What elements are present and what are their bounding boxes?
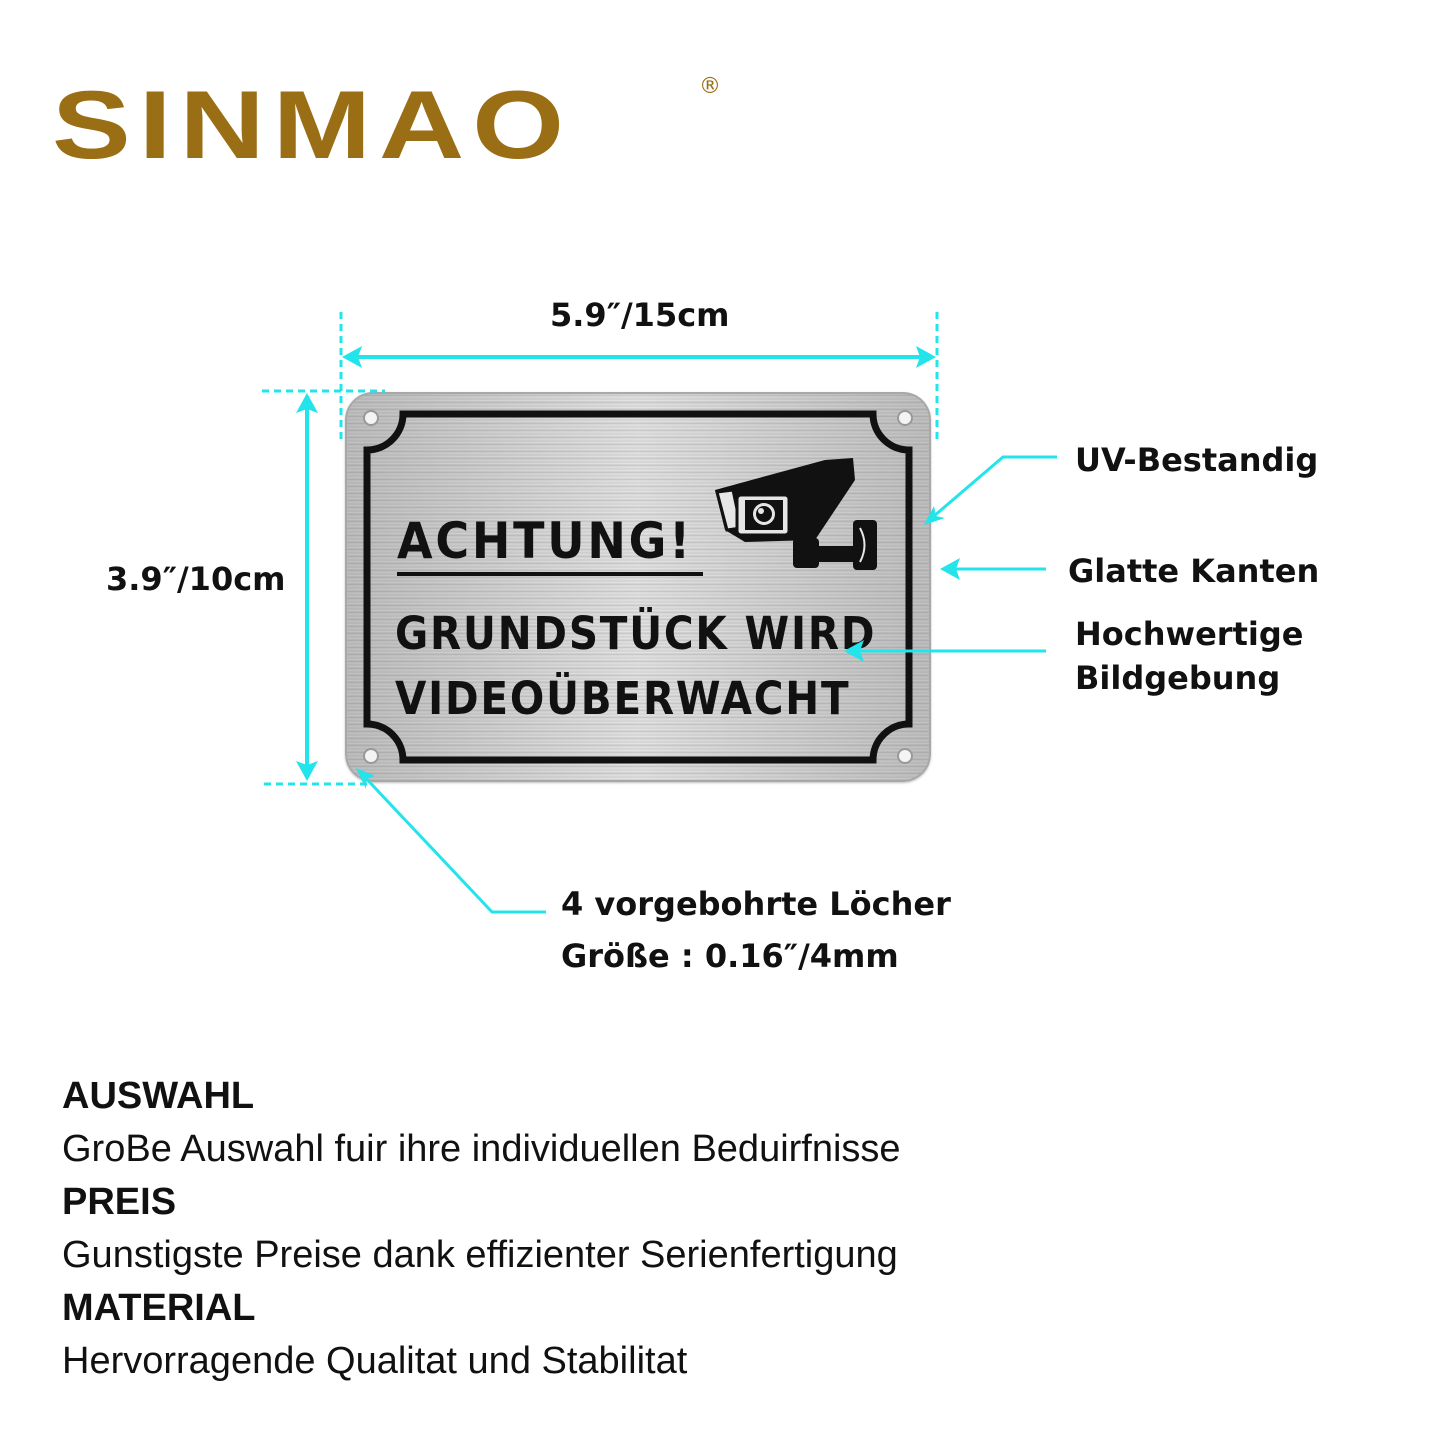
feature-description: Hervorragende Qualitat und Stabilitat <box>62 1340 688 1382</box>
width-dimension-label: 5.9″/15cm <box>550 296 730 334</box>
uv-callout-leader <box>926 455 1057 524</box>
callout-predrilled-holes: 4 vorgebohrte Löcher Größe : 0.16″/4mm <box>561 878 951 982</box>
callout-bild-line-1: Hochwertige <box>1075 615 1304 653</box>
warning-sign-plate: ACHTUNG! GRUNDSTÜCK WIRD VIDEOÜBERWACHT <box>345 392 931 782</box>
registered-mark: ® <box>699 74 721 99</box>
mounting-hole-icon <box>363 748 379 764</box>
callout-smooth-edges: Glatte Kanten <box>1068 552 1320 590</box>
arrowhead-icon <box>342 346 362 368</box>
callout-high-quality-imaging: Hochwertige Bildgebung <box>1075 612 1303 700</box>
holes-callout-leader <box>358 770 546 914</box>
callout-holes-line-1: 4 vorgebohrte Löcher <box>561 885 951 923</box>
feature-description: Gunstigste Preise dank effizienter Serie… <box>62 1234 898 1276</box>
arrowhead-icon <box>296 761 318 781</box>
brand-name: SINMAO <box>52 70 572 180</box>
sign-border-frame <box>363 410 913 764</box>
arrowhead-icon <box>916 346 936 368</box>
arrowhead-icon <box>296 393 318 413</box>
feature-description: GroBe Auswahl fuir ihre individuellen Be… <box>62 1128 901 1170</box>
sign-title: ACHTUNG! <box>397 512 693 570</box>
callout-uv-resistant: UV-Bestandig <box>1075 441 1319 479</box>
arrowhead-icon <box>940 558 960 580</box>
mounting-hole-icon <box>363 410 379 426</box>
surveillance-camera-icon <box>715 458 877 570</box>
mounting-hole-icon <box>897 410 913 426</box>
feature-heading: PREIS <box>62 1181 177 1223</box>
height-dimension-label: 3.9″/10cm <box>106 560 286 598</box>
callout-holes-line-2: Größe : 0.16″/4mm <box>561 937 899 975</box>
feature-heading: MATERIAL <box>62 1287 256 1329</box>
sign-title-underline <box>397 572 703 576</box>
callout-bild-line-2: Bildgebung <box>1075 659 1281 697</box>
mounting-hole-icon <box>897 748 913 764</box>
sign-text-line-1: GRUNDSTÜCK WIRD <box>395 607 877 660</box>
feature-heading: AUSWAHL <box>62 1075 255 1117</box>
sign-text-line-2: VIDEOÜBERWACHT <box>395 672 851 725</box>
feature-list: AUSWAHL GroBe Auswahl fuir ihre individu… <box>62 1070 901 1388</box>
